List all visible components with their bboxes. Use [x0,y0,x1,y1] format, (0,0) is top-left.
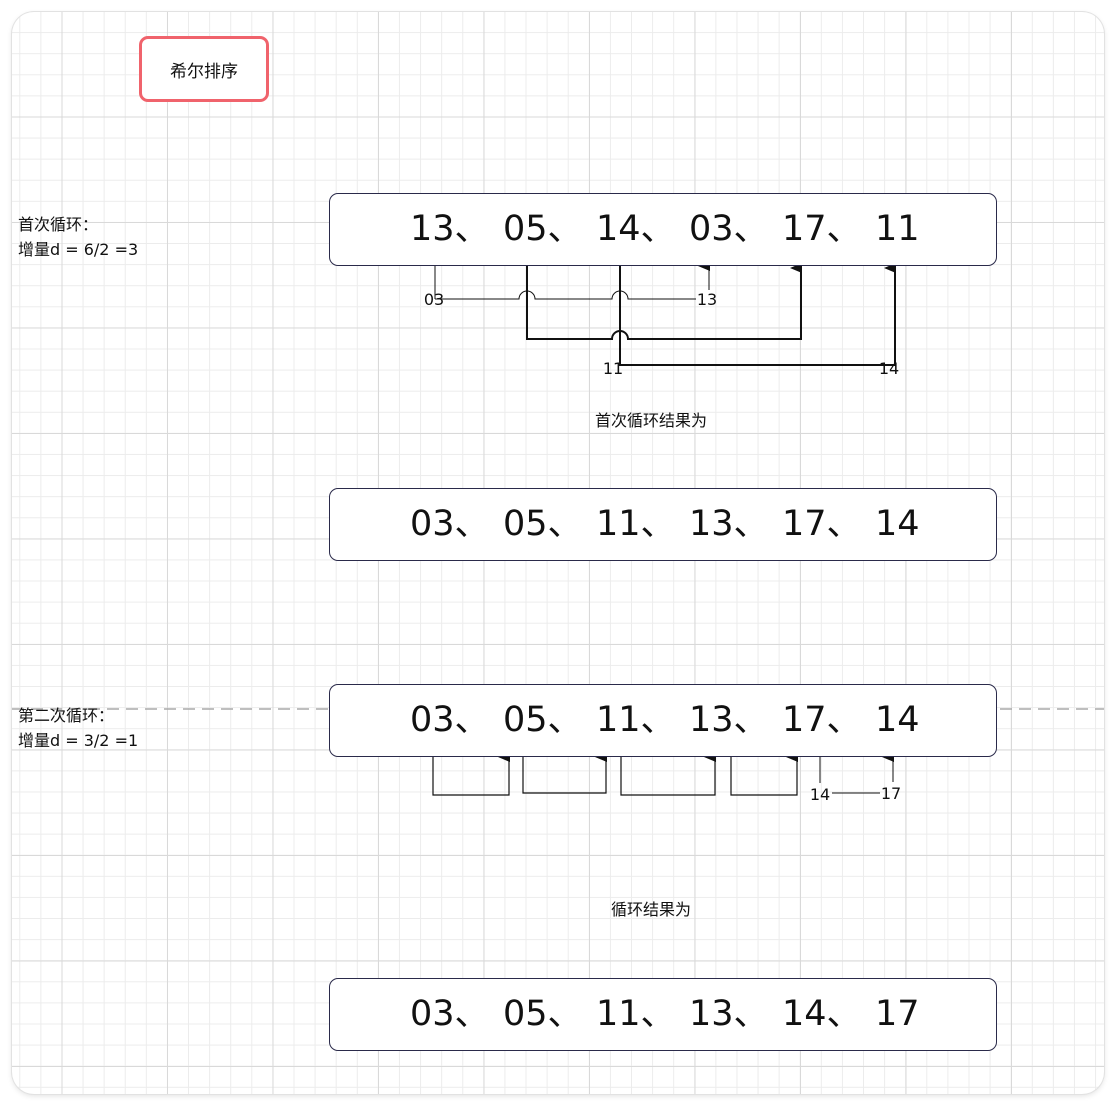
loop2-array-box: 03、 05、 11、 13、 17、 14 [329,684,997,757]
array-item: 11、 [596,994,676,1034]
connector-arrow [526,263,802,340]
array-item: 14、 [782,994,862,1034]
array-item: 13、 [689,504,769,544]
loop1-result-box: 03、 05、 11、 13、 17、 14 [329,488,997,561]
loop1-result-caption: 首次循环结果为 [594,411,708,430]
array-item: 05、 [503,700,583,740]
array-item: 17 [875,994,920,1034]
connector-line [435,290,696,300]
array-item: 05、 [503,209,583,249]
swap-label: 17 [880,784,902,803]
loop2-result-box: 03、 05、 11、 13、 14、 17 [329,978,997,1051]
loop1-array-box: 13、 05、 14、 03、 17、 11 [329,193,997,266]
swap-label: 14 [809,785,831,804]
array-item: 03、 [410,504,490,544]
array-item: 13、 [410,209,490,249]
swap-label: 13 [696,290,718,309]
swap-label: 03 [423,290,445,309]
connector-arrow [619,263,896,366]
array-item: 17、 [782,209,862,249]
array-item: 03、 [410,700,490,740]
array-item: 17、 [782,700,862,740]
loop2-result-caption: 循环结果为 [610,900,692,919]
title-box: 希尔排序 [139,36,269,102]
loop2-label: 第二次循环： [18,706,115,725]
array-item: 11、 [596,504,676,544]
array-item: 13、 [689,700,769,740]
loop1-increment-label: 增量d = 6/2 =3 [18,240,139,259]
array-item: 05、 [503,504,583,544]
array-item: 14 [875,504,920,544]
connector-arrow [730,752,798,796]
array-item: 05、 [503,994,583,1034]
array-item: 14、 [596,209,676,249]
swap-label: 14 [878,359,900,378]
loop2-increment-label: 增量d = 3/2 =1 [18,731,139,750]
array-item: 11 [875,209,920,249]
connector-arrow [432,752,510,796]
swap-label: 11 [602,359,624,378]
array-item: 13、 [689,994,769,1034]
array-item: 14 [875,700,920,740]
array-item: 03、 [410,994,490,1034]
connector-arrow [620,752,716,796]
array-item: 03、 [689,209,769,249]
array-item: 17、 [782,504,862,544]
connector-arrow [522,752,607,794]
array-item: 11、 [596,700,676,740]
loop1-label: 首次循环： [18,215,99,234]
